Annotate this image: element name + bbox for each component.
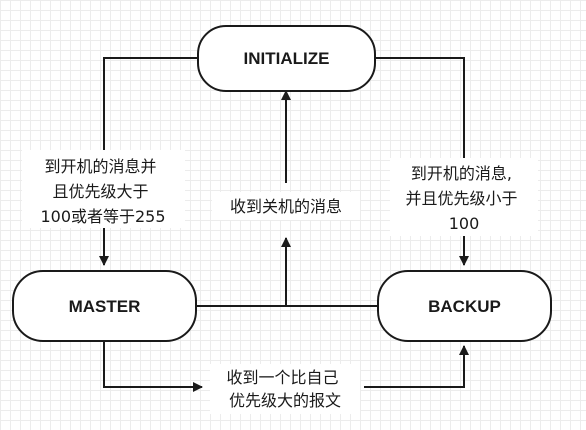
node-backup-label: BACKUP [428,297,501,316]
label-init-to-master-line-2: 且优先级大于 [52,182,148,201]
edge-master-to-backup [103,340,203,392]
label-init-to-backup: 到开机的消息, 并且优先级小于 100 [405,164,522,233]
label-init-to-backup-line-3: 100 [449,214,480,233]
label-bg-shutdown [212,192,360,220]
label-init-to-master-line-3: 100或者等于255 [40,207,165,226]
label-init-to-backup-line-1: 到开机的消息, [411,164,512,183]
node-initialize: INITIALIZE [197,25,376,92]
label-init-to-master-line-1: 到开机的消息并 [44,157,156,176]
node-master: MASTER [12,270,197,342]
label-bg-init-to-master [22,150,185,228]
label-bg-init-to-backup [390,158,538,236]
node-initialize-label: INITIALIZE [244,49,330,68]
node-backup: BACKUP [377,270,552,342]
label-shutdown-line-1: 收到关机的消息 [230,197,342,216]
edge-label-to-backup [364,345,469,388]
node-master-label: MASTER [69,297,141,316]
label-master-to-backup: 收到一个比自己 优先级大的报文 [226,368,343,410]
label-bg-master-to-backup [210,364,360,414]
label-master-to-backup-line-1: 收到一个比自己 [226,368,338,387]
label-init-to-master: 到开机的消息并 且优先级大于 100或者等于255 [40,157,165,226]
label-init-to-backup-line-2: 并且优先级小于 [405,189,517,208]
label-shutdown: 收到关机的消息 [230,197,342,216]
label-master-to-backup-line-2: 优先级大的报文 [229,391,341,410]
